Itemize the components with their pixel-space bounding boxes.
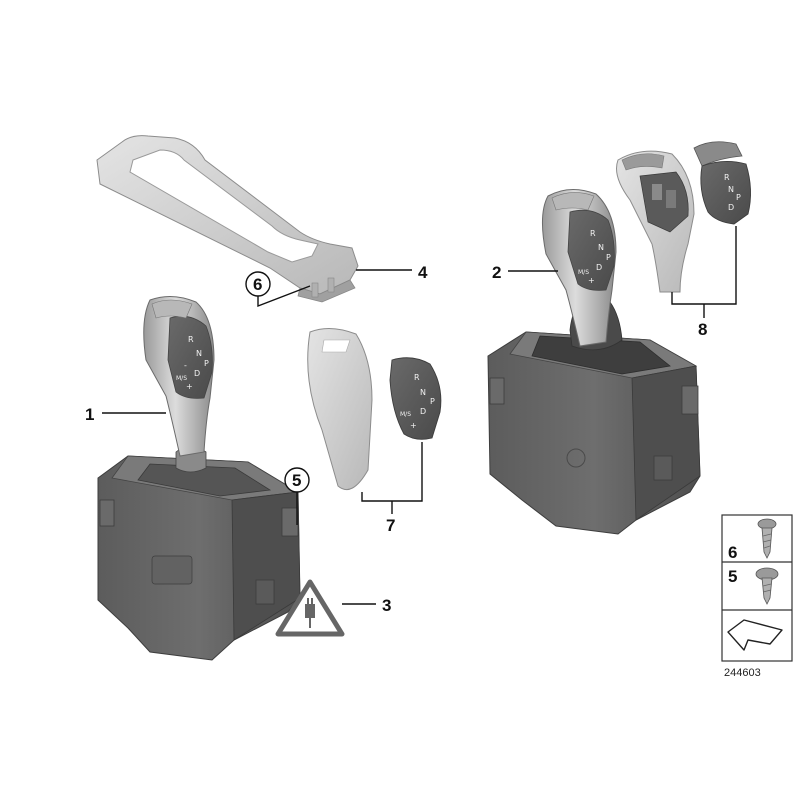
top-plate-mark-n: N xyxy=(728,185,734,194)
top-plate-mark-p: P xyxy=(736,193,741,202)
knob-right-mark-ms: M/S xyxy=(578,269,589,276)
plate-mark-ms: M/S xyxy=(400,411,411,418)
callout-3: 3 xyxy=(382,596,391,615)
plate-mark-plus: + xyxy=(410,421,417,430)
leader-7-bracket xyxy=(361,442,423,502)
legend-number-6: 6 xyxy=(728,543,737,562)
callout-6: 6 xyxy=(253,275,262,294)
knob-shell-open xyxy=(616,150,695,293)
assembly-arrow-icon xyxy=(727,619,783,651)
knob-right-mark-r: R xyxy=(590,229,596,238)
plate-mark-n: N xyxy=(420,388,426,397)
knob-left-mark-r: R xyxy=(188,335,194,344)
callout-5: 5 xyxy=(292,471,301,490)
screw-5-icon xyxy=(755,567,779,605)
gear-knob-left: R N P D M/S + - xyxy=(143,296,215,457)
electrical-warning-icon xyxy=(275,579,345,637)
knob-face-plate: R N P D M/S + xyxy=(389,357,442,440)
leader-6 xyxy=(257,285,311,308)
screw-6-icon xyxy=(757,518,777,559)
callout-2: 2 xyxy=(492,263,501,282)
plate-mark-d: D xyxy=(420,407,426,416)
callout-5-circle xyxy=(284,467,310,493)
knob-trim-cover xyxy=(307,328,373,490)
legend-number-5: 5 xyxy=(728,567,737,586)
knob-left-mark-plus: + xyxy=(186,382,193,391)
leader-lines xyxy=(102,226,737,605)
knob-left-mark-p: P xyxy=(204,359,209,368)
callout-1: 1 xyxy=(85,405,94,424)
knob-right-mark-n: N xyxy=(598,243,604,252)
knob-right-mark-plus: + xyxy=(588,276,595,285)
gear-selector-base-left xyxy=(97,445,301,661)
diagram-number: 244603 xyxy=(724,667,761,679)
trim-frame xyxy=(96,135,359,303)
callout-8: 8 xyxy=(698,320,707,339)
knob-left-mark-n: N xyxy=(196,349,202,358)
plate-mark-r: R xyxy=(414,373,420,382)
knob-left-mark-minus: - xyxy=(184,361,187,370)
legend-box: 6 5 xyxy=(721,514,793,662)
callout-7: 7 xyxy=(386,516,395,535)
top-plate-mark-r: R xyxy=(724,173,730,182)
callout-4: 4 xyxy=(418,263,428,282)
plate-mark-p: P xyxy=(430,397,435,406)
callout-6-circle xyxy=(245,271,271,297)
gear-knob-right: R N P D M/S + xyxy=(542,189,617,347)
knob-left-mark-d: D xyxy=(194,369,200,378)
knob-left-mark-ms: M/S xyxy=(176,375,187,382)
top-plate-mark-d: D xyxy=(728,203,734,212)
knob-right-mark-p: P xyxy=(606,253,611,262)
knob-top-plate: R N P D xyxy=(693,141,751,225)
knob-right-mark-d: D xyxy=(596,263,602,272)
